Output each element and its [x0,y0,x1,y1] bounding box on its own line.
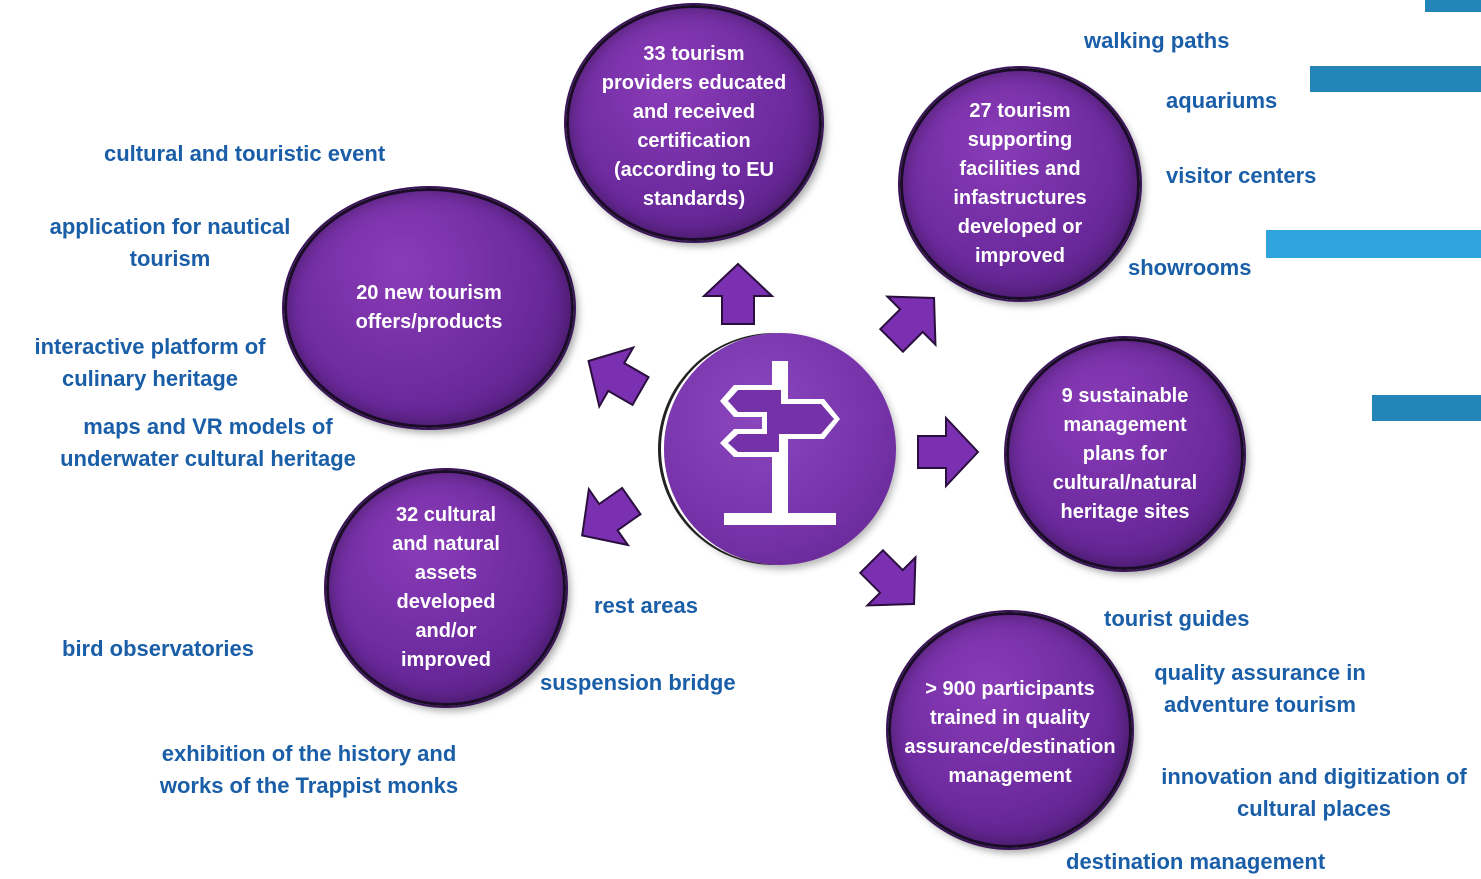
label-visitor-centers: visitor centers [1166,163,1317,188]
bubble-participants-text: > 900 participants trained in quality as… [904,678,1116,787]
label-cultural-event: cultural and touristic event [104,141,386,166]
bubble-certification: 33 tourism providers educated and receiv… [566,5,822,241]
arrow-icon [917,415,980,489]
label-nautical-app: application for nautical tourism [49,214,291,271]
decor-stripe [1372,395,1481,421]
arrow-icon [858,548,917,607]
label-quality-adventure: quality assurance in adventure tourism [1154,660,1366,717]
bubble-assets: 32 cultural and natural assets developed… [326,470,566,706]
signpost-icon [720,361,840,525]
label-maps-vr: maps and VR models of underwater cultura… [60,414,356,471]
label-suspension-bridge: suspension bridge [540,670,736,695]
hub-circle [664,333,896,565]
arrow-icon [878,295,937,354]
label-rest-areas: rest areas [594,593,698,618]
label-showrooms: showrooms [1128,255,1252,280]
decor-stripe [1266,230,1481,258]
label-bird-observatories: bird observatories [62,636,254,661]
label-digitization: innovation and digitization of cultural … [1161,764,1467,821]
bubble-participants: > 900 participants trained in quality as… [888,612,1132,848]
label-tourist-guides: tourist guides [1104,606,1250,631]
bubble-offers-text: 20 new tourism offers/products [355,282,503,333]
bubble-facilities-text: 27 tourism supporting facilities and inf… [953,100,1087,267]
arrow-icon [581,486,642,547]
bubble-management-plans: 9 sustainable management plans for cultu… [1006,338,1244,570]
bubble-facilities: 27 tourism supporting facilities and inf… [900,68,1140,300]
decor-stripe [1310,66,1481,92]
label-walking-paths: walking paths [1084,28,1230,53]
bubble-offers: 20 new tourism offers/products [284,188,574,428]
arrow-icon [701,262,775,325]
label-culinary-platform: interactive platform of culinary heritag… [34,334,266,391]
label-trappist: exhibition of the history and works of t… [159,741,459,798]
arrow-icon [587,345,650,410]
label-destination-management: destination management [1066,849,1326,874]
bubble-assets-text: 32 cultural and natural assets developed… [392,504,500,671]
label-aquariums: aquariums [1166,88,1278,113]
bubble-certification-text: 33 tourism providers educated and receiv… [601,43,787,210]
bubble-management-plans-text: 9 sustainable management plans for cultu… [1052,384,1198,523]
decor-stripe [1425,0,1481,12]
